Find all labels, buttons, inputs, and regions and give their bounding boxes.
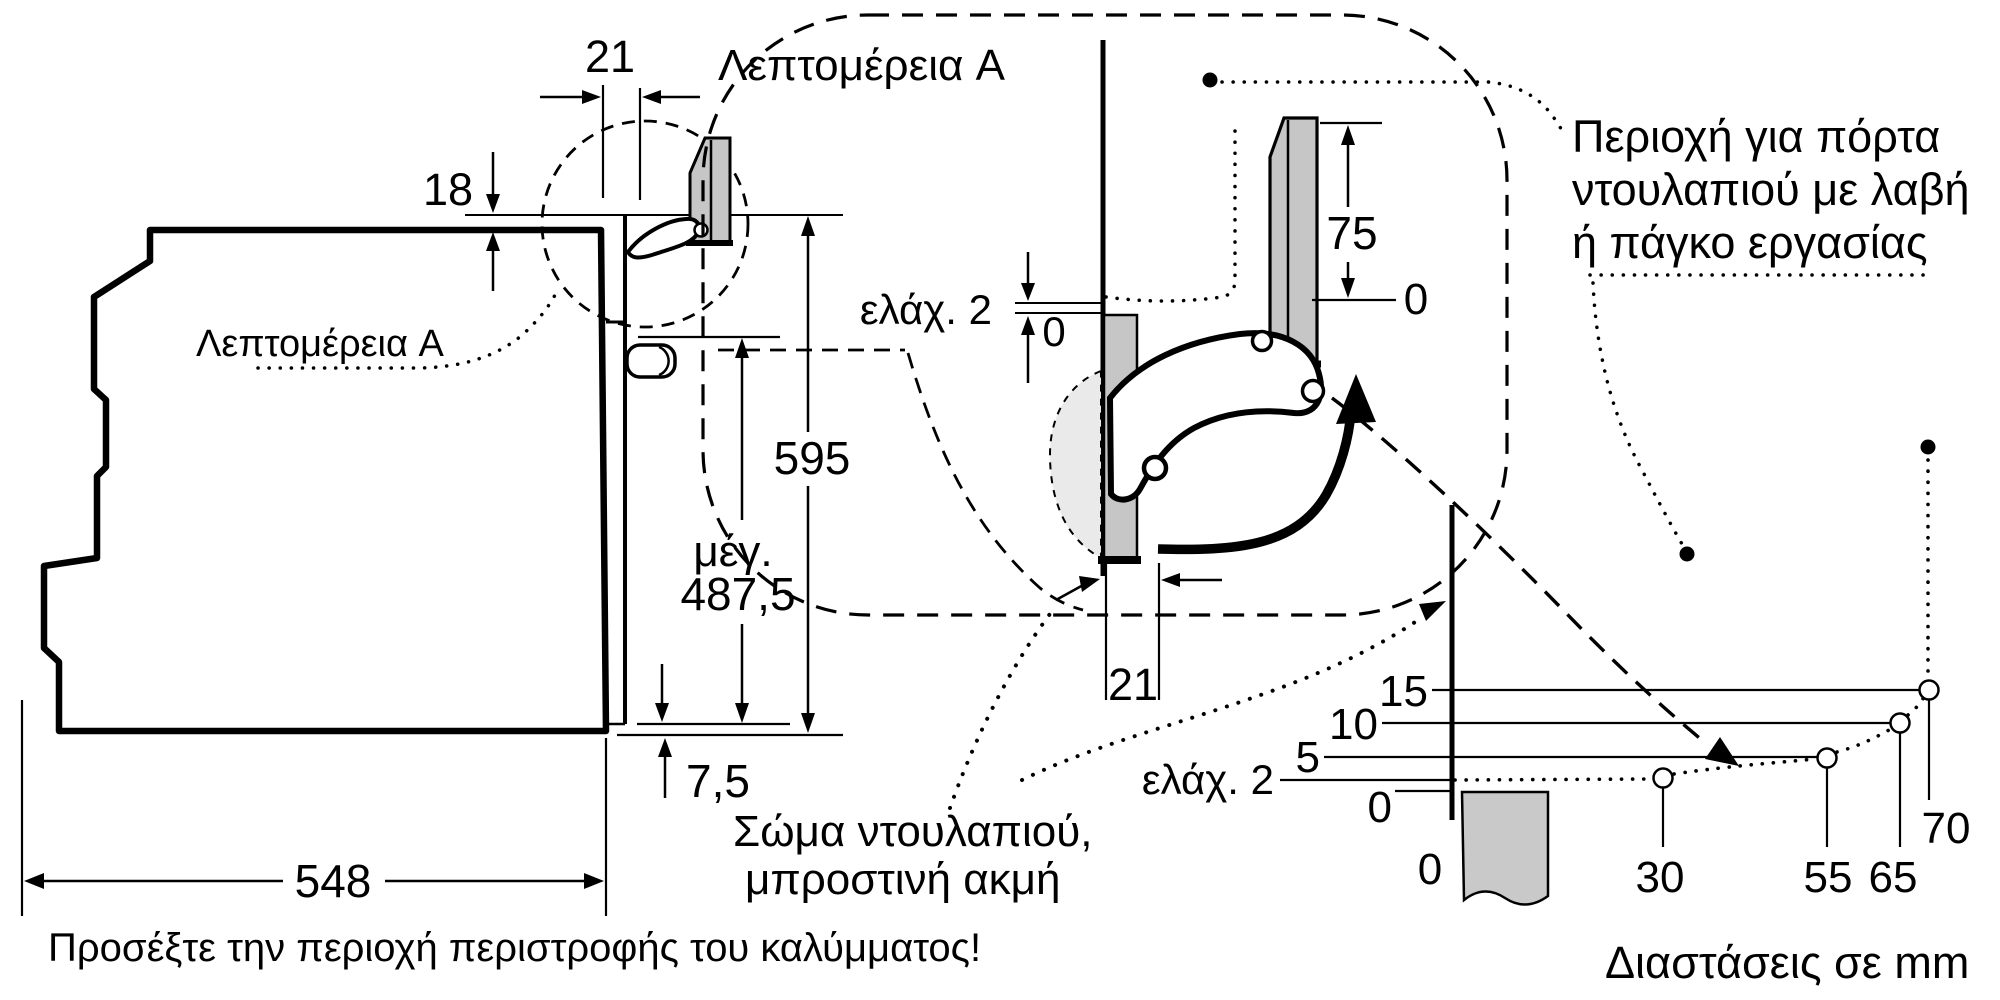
dim75mm-label: 7,5 (686, 755, 750, 807)
handle-inner-arc (658, 345, 670, 377)
dim75mm-arrow-up-head (658, 738, 672, 757)
chart-ymin-label: ελάχ. 2 (1142, 756, 1274, 803)
swing-arrow-curve (1157, 411, 1356, 555)
cabinet-body-shape (1460, 790, 1550, 906)
chart-curve-dotted (1453, 695, 1926, 782)
detail-a-label-middle: Λεπτομέρεια A (718, 41, 1006, 90)
dim595-arrow-up (801, 216, 815, 236)
chart-marker-70 (1918, 679, 1940, 701)
dim548-label: 548 (295, 855, 372, 907)
chart-y0-label: 0 (1368, 783, 1392, 832)
door-area-leader-dotted (1220, 80, 1565, 135)
chart-x70-label: 70 (1922, 804, 1971, 853)
chart-x30-label: 30 (1636, 853, 1685, 902)
swing-reference-dashed (718, 348, 1084, 612)
hinge-arm-small (625, 216, 701, 260)
clearance-chart (1280, 439, 1940, 906)
cabinet-leader-a-tail (1055, 582, 1086, 602)
dim18-arrow-down-head (486, 194, 500, 213)
cabinet-leader-a-arrowhead (1079, 576, 1100, 592)
chart-marker-55 (1816, 747, 1838, 769)
hinge-pivot-elbow (1250, 329, 1274, 353)
dim21M-arrow-left-head (1161, 573, 1180, 587)
dim595-label: 595 (774, 432, 851, 484)
min2-arrow-down-head (1021, 283, 1035, 301)
door-area-note-line2: ντουλαπιού με λαβή (1572, 164, 1970, 215)
door-area-down-leader-dotted (1591, 281, 1684, 546)
labels: 21 18 Λεπτομέρεια A 595 μέγ. 487,5 7,5 5… (48, 31, 1970, 988)
hinge-pivot-cover (1300, 378, 1326, 404)
cabinet-leader-b-arrowhead (1419, 601, 1446, 621)
min2-zero-label: 0 (1042, 308, 1065, 355)
hinge-arm-large (1106, 330, 1324, 503)
dim4875-arrow-down (735, 703, 749, 723)
chart-x55-label: 55 (1804, 853, 1853, 902)
oven-outline (40, 226, 610, 735)
dim18-label: 18 (423, 164, 473, 215)
chart-leader-dashed (1330, 396, 1710, 747)
hinge-arm-notch (1141, 454, 1169, 482)
dim595-arrow-down (801, 713, 815, 733)
chart-marker-65 (1889, 712, 1911, 734)
detail-to-chart-leader (1330, 396, 1739, 766)
dim75-label: 75 (1326, 207, 1377, 259)
chart-leader-arrowhead (1705, 737, 1739, 766)
cabinet-note-line1: Σώμα ντουλαπιού, (733, 807, 1093, 856)
chart-caption: Διαστάσεις σε mm (1605, 937, 1969, 988)
dim21L-arrow-right-head (582, 90, 601, 104)
oven-side-view (20, 85, 843, 916)
chart-x65-label: 65 (1869, 853, 1918, 902)
dim548-arrow-right (584, 873, 604, 889)
min2-label: ελάχ. 2 (860, 286, 992, 333)
dim75-arrow-up (1341, 125, 1355, 145)
door-area-note-leaders (1588, 273, 1932, 562)
cabinet-note-line2: μπροστινή ακμή (745, 855, 1060, 904)
dim21-middle-label: 21 (1108, 659, 1158, 710)
door-area-note-line1: Περιοχή για πόρτα (1572, 111, 1940, 162)
dim21L-arrow-left-head (642, 90, 661, 104)
oven-handle (625, 343, 677, 379)
door-area-down-leader-dot (1679, 546, 1695, 562)
chart-x0-label: 0 (1418, 845, 1442, 894)
dim548-arrow-left (24, 873, 44, 889)
hinge-pivot-small (693, 222, 709, 238)
cabinet-leader-b-dotted (1020, 614, 1426, 782)
dim21-left-label: 21 (585, 31, 635, 82)
detail-a-label-left: Λεπτομέρεια A (196, 323, 445, 365)
cover-closed-silhouette (1048, 369, 1102, 560)
swing-arrow-head (1336, 374, 1376, 424)
chart-top-dot-70 (1920, 439, 1936, 455)
chart-marker-30 (1652, 767, 1674, 789)
cover-panel-open (1268, 116, 1319, 369)
dim75mm-arrow-down-head (655, 703, 669, 722)
dim-max-label: μέγ. (693, 527, 772, 576)
dim-max-value: 487,5 (680, 568, 795, 620)
door-area-zone-dotted (1104, 122, 1237, 303)
min2-arrow-up-head (1021, 316, 1035, 335)
dim75-arrow-down (1341, 278, 1355, 298)
detail-a-circle-small (540, 119, 750, 329)
warning-text: Προσέξτε την περιοχή περιστροφής του καλ… (48, 926, 981, 970)
door-area-note-line3: ή πάγκο εργασίας (1572, 217, 1928, 268)
dim75-zero-label: 0 (1404, 275, 1428, 324)
chart-y5-label: 5 (1296, 733, 1320, 782)
door-area-leader-dot (1202, 72, 1218, 88)
cabinet-leader-a-dotted (948, 604, 1058, 810)
dim18-arrow-up-head (486, 232, 500, 251)
dim4875-arrow-up (735, 338, 749, 358)
chart-y10-label: 10 (1329, 700, 1378, 749)
detail-a-enlarged (701, 13, 1565, 700)
chart-y15-label: 15 (1379, 667, 1428, 716)
cabinet-note-leaders (948, 576, 1446, 810)
